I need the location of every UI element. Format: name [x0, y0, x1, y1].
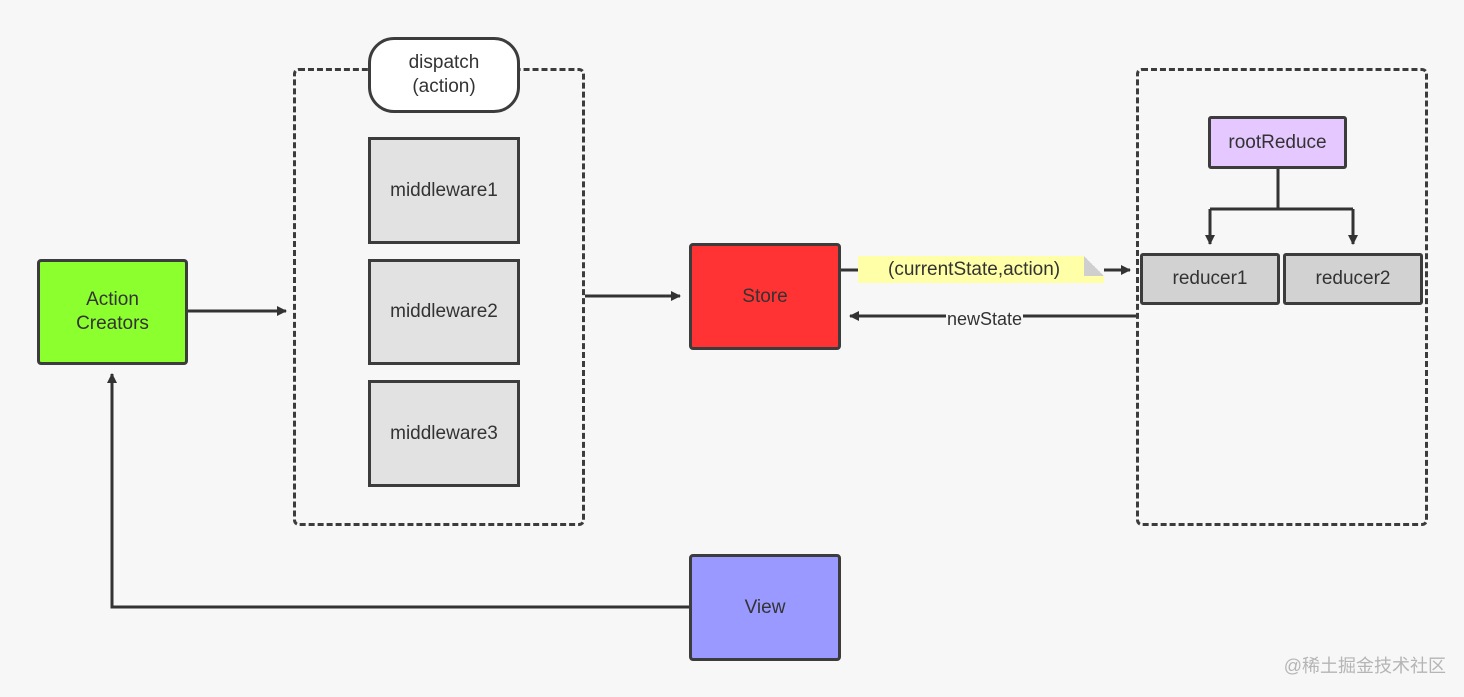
- reducer2-node: reducer2: [1283, 253, 1423, 305]
- reducer1-node: reducer1: [1140, 253, 1280, 305]
- current-state-note: (currentState,action): [858, 256, 1104, 283]
- middleware1-node: middleware1: [368, 137, 520, 244]
- reducer1-label: reducer1: [1172, 268, 1248, 289]
- middleware3-label: middleware3: [390, 422, 498, 444]
- reducer2-label: reducer2: [1315, 268, 1391, 289]
- middleware2-label: middleware2: [390, 301, 498, 322]
- store-label: Store: [742, 285, 788, 307]
- view-node: View: [689, 554, 841, 661]
- root-reduce-label: rootReduce: [1228, 131, 1327, 153]
- middleware3-node: middleware3: [368, 380, 520, 487]
- new-state-label: newState: [946, 308, 1024, 330]
- middleware2-node: middleware2: [368, 259, 520, 365]
- note-fold-corner: [1084, 256, 1104, 276]
- view-label: View: [744, 596, 786, 618]
- edge-view-to-action-creators: [107, 373, 689, 609]
- watermark: @稀土掘金技术社区: [1283, 656, 1446, 676]
- action-creators-node: Action Creators: [37, 259, 188, 365]
- dispatch-node: dispatch (action): [368, 37, 520, 113]
- middleware1-label: middleware1: [390, 179, 498, 201]
- action-creators-label: Action Creators: [76, 289, 149, 334]
- store-node: Store: [689, 243, 841, 350]
- dispatch-label: dispatch (action): [408, 52, 480, 97]
- reducer-group: [1136, 68, 1428, 526]
- root-reduce-node: rootReduce: [1208, 116, 1347, 169]
